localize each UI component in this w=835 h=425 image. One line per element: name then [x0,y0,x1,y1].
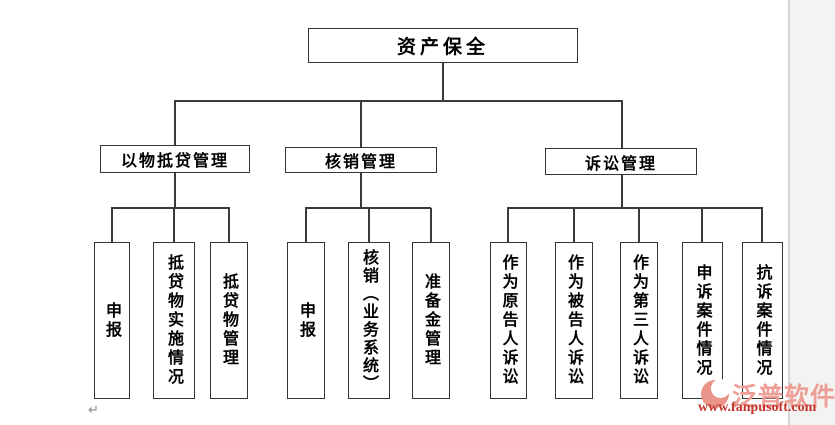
node-writeoff-management: 核销管理 [285,147,437,173]
node-defendant-litigation: 作为被告人诉讼 [555,242,593,399]
node-label: 抗诉案件情况 [753,263,773,378]
connector-drop-leaf-6 [430,208,432,242]
node-label: 抵贷物管理 [220,273,239,368]
node-reserve-management: 准备金管理 [412,242,450,399]
connector-drop-leaf-9 [638,208,640,242]
node-third-party-litigation: 作为第三人诉讼 [620,242,658,399]
connector-drop-leaf-2 [173,208,175,242]
connector-drop-leaf-3 [228,208,230,242]
connector-drop-branch-3 [621,100,623,148]
node-declaration-1: 申报 [94,242,130,399]
node-label: 资产保全 [396,36,489,58]
node-declaration-2: 申报 [287,242,325,399]
node-protest-case-status: 抗诉案件情况 [742,242,783,399]
connector-drop-leaf-1 [111,208,113,242]
node-label: 作为第三人诉讼 [630,254,649,387]
connector-drop-branch-2 [360,100,362,147]
connector-drop-leaf-4 [305,208,307,242]
fanpu-logo-icon [701,379,730,408]
node-label: 作为原告人诉讼 [499,254,519,387]
node-collateral-implementation-status: 抵贷物实施情况 [153,242,195,399]
node-label: 核销（业务系统） [360,248,379,393]
node-plaintiff-litigation: 作为原告人诉讼 [490,242,527,399]
node-writeoff-business-system: 核销（业务系统） [348,242,390,399]
connector-branch1-rail [111,207,230,209]
node-label: 核销管理 [324,152,397,171]
node-label: 诉讼管理 [584,153,657,173]
node-asset-preservation-root: 资产保全 [308,28,578,63]
node-label: 抵贷物实施情况 [165,254,184,387]
connector-branch2-rail [305,207,431,209]
paragraph-mark: ↵ [88,403,99,418]
connector-drop-leaf-7 [507,208,509,242]
node-appeal-case-status: 申诉案件情况 [682,242,723,399]
connector-drop-leaf-10 [701,208,703,242]
connector-branch2-stem [360,173,362,208]
node-collateral-management: 以物抵贷管理 [100,145,250,173]
connector-branch3-rail [507,207,763,209]
window-side-gutter [788,0,835,425]
connector-drop-leaf-5 [368,208,370,242]
watermark-url: www.fanpusoft.com [698,400,817,415]
connector-drop-branch-1 [174,100,176,145]
connector-level1-rail [174,100,623,102]
connector-branch3-stem [621,175,623,208]
node-label: 申报 [103,301,122,340]
connector-drop-leaf-11 [761,208,763,242]
node-collateral-admin: 抵贷物管理 [210,242,248,399]
node-label: 以物抵贷管理 [120,151,229,170]
node-label: 准备金管理 [422,273,441,368]
node-label: 申报 [297,301,316,340]
connector-branch1-stem [174,173,176,208]
node-litigation-management: 诉讼管理 [545,148,697,175]
node-label: 作为被告人诉讼 [565,254,584,387]
connector-root-stem [442,63,444,100]
watermark-brand: 泛普软件 [732,382,835,411]
connector-drop-leaf-8 [573,208,575,242]
node-label: 申诉案件情况 [693,263,713,378]
